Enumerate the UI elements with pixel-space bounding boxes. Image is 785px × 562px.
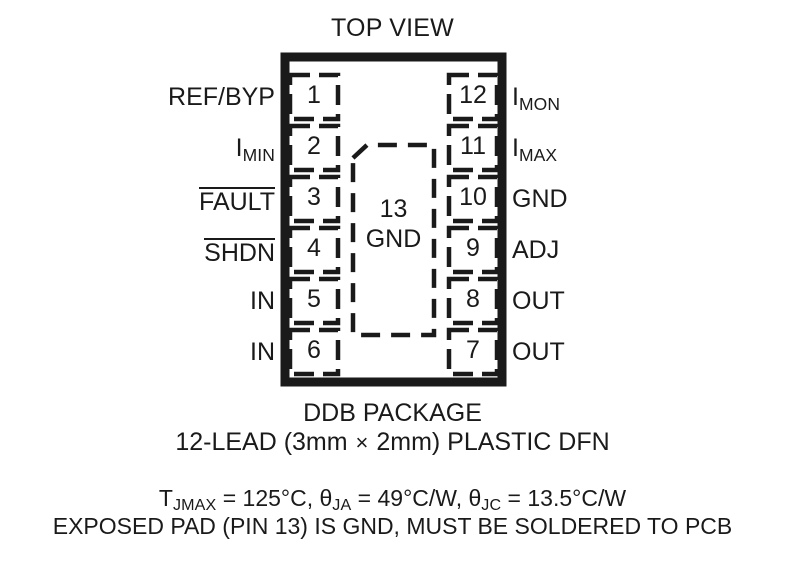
pin-label-text: SHDN (204, 238, 275, 267)
exposed-pad-name: GND (365, 224, 422, 253)
pin-number-7: 7 (466, 336, 480, 364)
pin-label-in-6: IN (20, 340, 275, 365)
tjmax-subscript: JMAX (172, 496, 217, 515)
pin-label-text: I (512, 83, 519, 111)
pin-number-9: 9 (466, 234, 480, 262)
pin-label-text: GND (512, 185, 568, 213)
pin-label-text: I (235, 134, 243, 162)
theta-ja-subscript: JA (332, 496, 352, 515)
pin-label-text: OUT (512, 287, 565, 315)
pad-2 (287, 123, 341, 173)
pin-label-text: FAULT (199, 187, 275, 216)
pin-number-5: 5 (307, 285, 321, 313)
pad-6 (287, 327, 341, 377)
pin-label-text: ADJ (512, 236, 560, 264)
pin-number-8: 8 (466, 285, 480, 313)
theta-jc-symbol: θ (468, 485, 482, 511)
pin-label-adj: ADJ (512, 238, 762, 263)
pin-label-text: I (512, 134, 519, 162)
pin-label-ref-byp: REF/BYP (20, 85, 275, 110)
theta-ja-symbol: θ (319, 485, 333, 511)
pin-label-fault: FAULT (20, 187, 275, 215)
pad-11 (446, 123, 500, 173)
pad-8 (446, 276, 500, 326)
package-drawing: 1 2 3 4 5 6 12 11 10 9 8 7 13 GND REF/BY… (0, 50, 785, 395)
pin-number-6: 6 (307, 336, 321, 364)
pin-number-2: 2 (307, 132, 321, 160)
pin-number-3: 3 (307, 183, 321, 211)
pad-3 (287, 174, 341, 224)
lead-desc-post: 2mm) PLASTIC DFN (369, 428, 610, 456)
pin-number-11: 11 (460, 132, 486, 160)
pin-label-in-5: IN (20, 289, 275, 314)
pin-label-out-7: OUT (512, 340, 762, 365)
pin-label-text: REF/BYP (168, 83, 275, 111)
pad-1 (287, 72, 341, 122)
pad-7 (446, 327, 500, 377)
theta-ja-value: = 49°C/W, (351, 485, 469, 511)
view-title: TOP VIEW (331, 14, 454, 42)
theta-jc-subscript: JC (481, 496, 502, 515)
pad-4 (287, 225, 341, 275)
multiplication-sign-icon: × (355, 430, 369, 455)
pin-label-text: OUT (512, 338, 565, 366)
pin-label-out-8: OUT (512, 289, 762, 314)
thermal-spec-caption: TJMAX = 125°C, θJA = 49°C/W, θJC = 13.5°… (0, 485, 785, 515)
pin-label-gnd: GND (512, 187, 762, 212)
pin-label-imon: IMON (512, 83, 762, 113)
package-outline-svg (280, 52, 507, 387)
exposed-pad-outline (350, 142, 437, 338)
package-name-caption: DDB PACKAGE (303, 399, 482, 427)
pin-number-4: 4 (307, 234, 321, 262)
pin-label-subscript: MON (518, 93, 561, 114)
exposed-pad-label: 13 GND (353, 195, 434, 254)
pin-label-text: IN (250, 287, 275, 315)
pin-label-imax: IMAX (512, 134, 762, 164)
pad-10 (446, 174, 500, 224)
right-pad-group (446, 72, 500, 377)
pad-9 (446, 225, 500, 275)
tjmax-value: = 125°C, (216, 485, 320, 511)
pin-label-text: IN (250, 338, 275, 366)
pin-number-10: 10 (459, 183, 487, 211)
exposed-pad-number: 13 (379, 195, 408, 223)
pin-label-shdn: SHDN (20, 238, 275, 266)
pin-number-1: 1 (307, 81, 321, 109)
left-pad-group (287, 72, 341, 377)
theta-jc-value: = 13.5°C/W (501, 485, 627, 511)
pin-label-subscript: MAX (518, 144, 558, 165)
lead-description-caption: 12-LEAD (3mm × 2mm) PLASTIC DFN (0, 428, 785, 457)
pin-number-12: 12 (459, 81, 487, 109)
pad-12 (446, 72, 500, 122)
lead-desc-pre: 12-LEAD (3mm (175, 428, 355, 456)
pin-label-imin: IMIN (20, 134, 275, 164)
pad-5 (287, 276, 341, 326)
tjmax-symbol: T (158, 485, 173, 511)
package-body-outline (280, 52, 507, 387)
pin-label-subscript: MIN (242, 144, 275, 165)
exposed-pad-note-caption: EXPOSED PAD (PIN 13) IS GND, MUST BE SOL… (52, 513, 733, 539)
